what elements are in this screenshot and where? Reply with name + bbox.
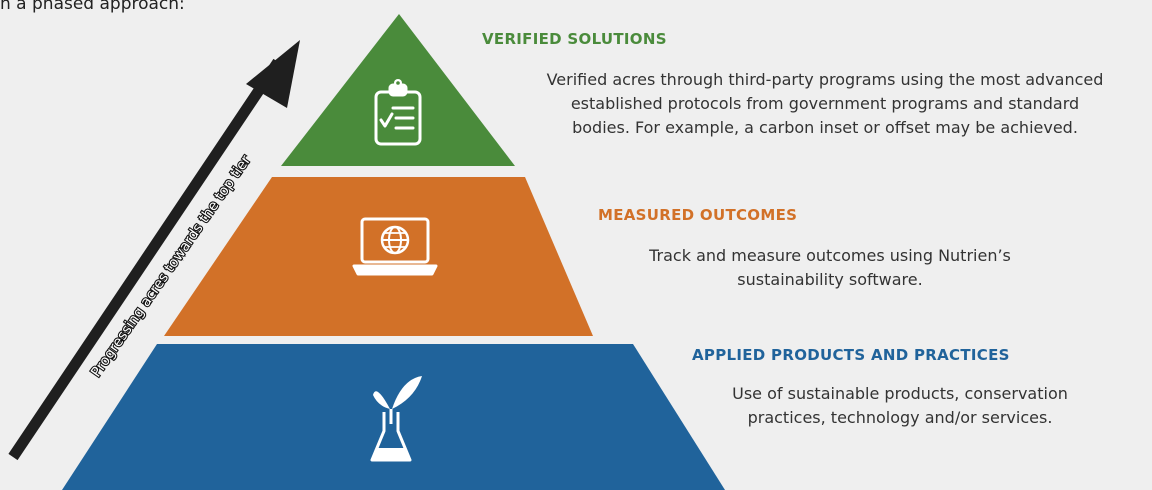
description-line: practices, technology and/or services. [747, 408, 1053, 427]
tier-bottom-description: Use of sustainable products, conservatio… [690, 382, 1110, 430]
tier-middle-title: MEASURED OUTCOMES [598, 206, 798, 224]
tier-bottom-shape [62, 344, 725, 490]
tier-middle-description: Track and measure outcomes using Nutrien… [600, 244, 1060, 292]
description-line: Track and measure outcomes using Nutrien… [649, 246, 1011, 265]
description-line: established protocols from government pr… [570, 94, 1080, 113]
tier-middle-shape [164, 177, 593, 336]
tier-top-title: VERIFIED SOLUTIONS [482, 30, 667, 48]
description-line: Verified acres through third-party progr… [546, 70, 1104, 89]
laptop-globe-icon [352, 217, 438, 276]
description-line: Use of sustainable products, conservatio… [732, 384, 1068, 403]
clipboard-checklist-icon [374, 79, 422, 146]
intro-text: h a phased approach: [0, 0, 185, 14]
tier-bottom-title: APPLIED PRODUCTS AND PRACTICES [692, 346, 1010, 364]
flask-sprout-icon [370, 376, 422, 462]
tier-top-description: Verified acres through third-party progr… [505, 68, 1145, 140]
description-line: sustainability software. [737, 270, 923, 289]
description-line: bodies. For example, a carbon inset or o… [572, 118, 1078, 137]
progress-arrow [8, 40, 300, 461]
